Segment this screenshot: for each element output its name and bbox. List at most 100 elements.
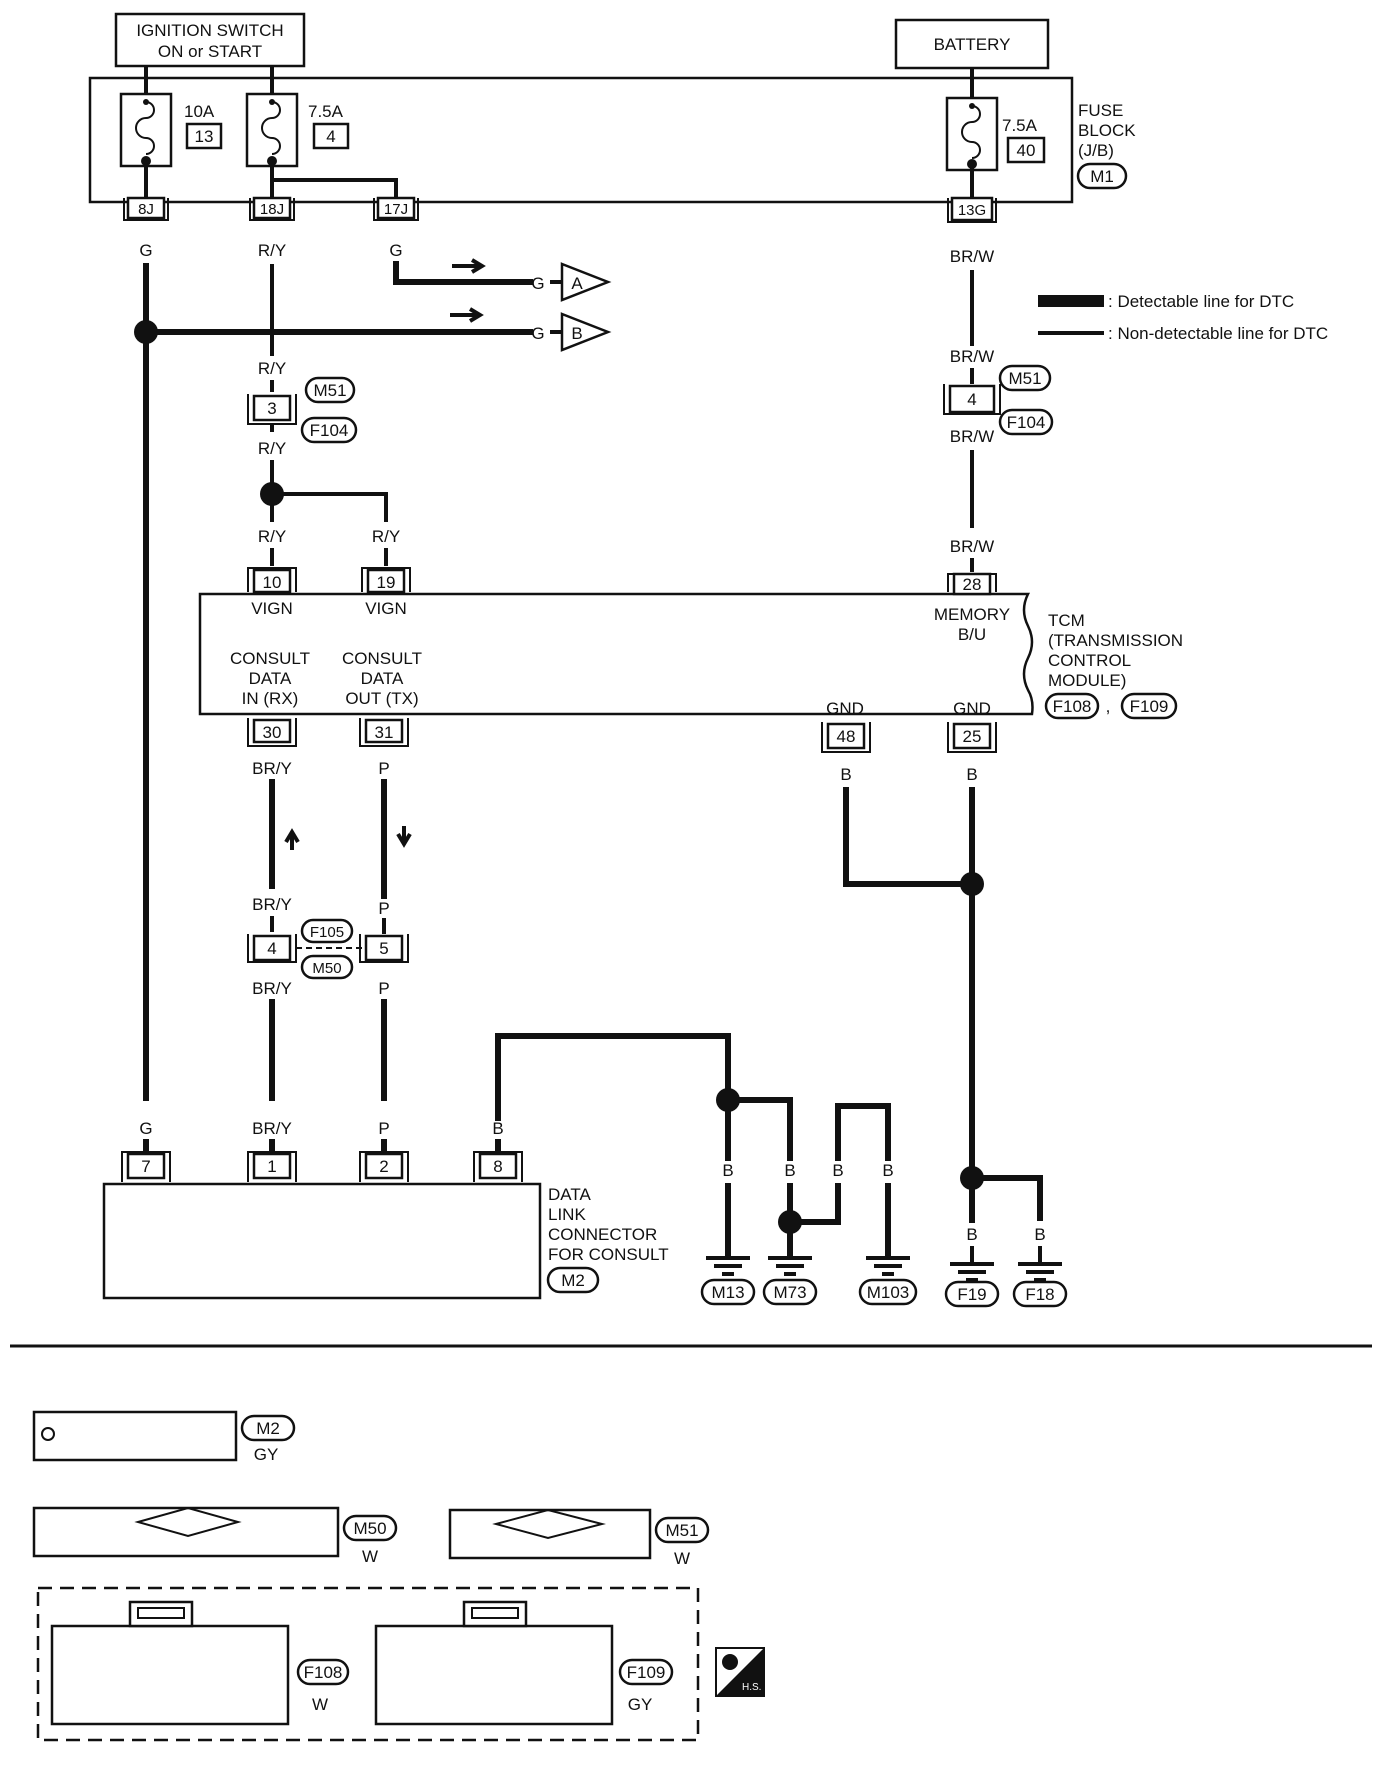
fuse-block-label-3: (J/B) [1078, 141, 1114, 160]
dlc-label-1: DATA [548, 1185, 591, 1204]
wire-color-b-m13: B [722, 1161, 733, 1180]
svg-text:25: 25 [963, 727, 982, 746]
fuse-40-number: 40 [1017, 141, 1036, 160]
arrow-b-wire-color: G [531, 324, 544, 343]
tcm-pin-48: 48 [821, 722, 871, 753]
wire-color-p-4: P [378, 1119, 389, 1138]
svg-text:3: 3 [267, 399, 276, 418]
ground-f18: F18 [1012, 1262, 1068, 1308]
tcm-title-4: MODULE) [1048, 671, 1126, 690]
svg-text:F19: F19 [957, 1285, 986, 1304]
fuse-block-label-2: BLOCK [1078, 121, 1136, 140]
svg-text:8: 8 [493, 1157, 502, 1176]
dlc-ref: M2 [561, 1271, 585, 1290]
svg-text:8J: 8J [138, 201, 154, 218]
fuse-block-label: FUSE [1078, 101, 1123, 120]
ground-m73: M73 [762, 1256, 818, 1306]
arrow-b-label: B [571, 324, 582, 343]
tcm-data-out: DATA [361, 669, 404, 688]
face-m2-color: GY [254, 1445, 279, 1464]
tcm-out-tx: OUT (TX) [345, 689, 418, 708]
svg-text:F18: F18 [1025, 1285, 1054, 1304]
terminal-13g: 13G [947, 196, 997, 223]
wire-color-brw-4: BR/W [950, 537, 994, 556]
fuse-4-number: 4 [326, 127, 335, 146]
connector-m50-label: M50 [312, 960, 341, 977]
tcm-memory: MEMORY [934, 605, 1010, 624]
fuse-10a: 10A 13 [119, 92, 223, 168]
face-f108-color: W [312, 1695, 328, 1714]
arrow-a-label: A [571, 274, 583, 293]
tcm-data-in: DATA [249, 669, 292, 688]
wire-color-ry-5: R/Y [372, 527, 400, 546]
m50-face-frame: M50 W [32, 1506, 398, 1566]
wire-color-g-17j: G [389, 241, 402, 260]
wire-color-b-dlc: B [492, 1119, 503, 1138]
face-f108-ref: F108 [304, 1663, 343, 1682]
wire-color-p-3: P [378, 979, 389, 998]
svg-text:M103: M103 [867, 1283, 910, 1302]
ground-m103: M103 [858, 1256, 918, 1306]
connector-f105-label: F105 [310, 924, 344, 941]
face-m51-color: W [674, 1549, 690, 1568]
tcm-ref-f109: F109 [1130, 697, 1169, 716]
dlc-pin-2: 2 [359, 1151, 409, 1182]
wire-color-ry-2: R/Y [258, 359, 286, 378]
dlc-label-3: CONNECTOR [548, 1225, 657, 1244]
svg-text:5: 5 [379, 939, 388, 958]
wire-color-bry-1: BR/Y [252, 759, 292, 778]
tcm-gnd-2: GND [953, 699, 991, 718]
wire-color-ry-3: R/Y [258, 439, 286, 458]
tcm-bu: B/U [958, 625, 986, 644]
dlc-pin-8: 8 [473, 1151, 523, 1182]
m51-face-frame: M51 W [448, 1508, 710, 1568]
svg-text:M73: M73 [773, 1283, 806, 1302]
tcm-title-2: (TRANSMISSION [1048, 631, 1183, 650]
tcm-consult-out: CONSULT [342, 649, 422, 668]
wire-color-ry-1: R/Y [258, 241, 286, 260]
fuse-13-number: 13 [195, 127, 214, 146]
svg-text:1: 1 [267, 1157, 276, 1176]
wire-color-b-48: B [840, 765, 851, 784]
ignition-switch-state: ON or START [158, 42, 262, 61]
connector-f104-label-2: F104 [1007, 413, 1046, 432]
svg-text:30: 30 [263, 723, 282, 742]
dlc-label-2: LINK [548, 1205, 586, 1224]
wire-color-g-2: G [139, 1119, 152, 1138]
tcm-pin-19: 19 [361, 567, 411, 594]
tcm-pin-10: 10 [247, 567, 297, 594]
battery-box: BATTERY [894, 18, 1050, 70]
tcm-ref-f108: F108 [1053, 697, 1092, 716]
connector-m51-label-2: M51 [1008, 369, 1041, 388]
svg-text:4: 4 [267, 939, 276, 958]
connector-m51-f104-brw: 4 M51 F104 [943, 364, 1054, 436]
wire-color-brw-1: BR/W [950, 247, 994, 266]
connector-f104-label: F104 [310, 421, 349, 440]
tcm-vign-1: VIGN [251, 599, 293, 618]
svg-text:4: 4 [967, 390, 976, 409]
tcm-connectors-frame: F108 W F109 GY [36, 1586, 700, 1742]
svg-text:10: 10 [263, 573, 282, 592]
tcm-ref-sep: , [1106, 697, 1111, 716]
svg-text:7: 7 [141, 1157, 150, 1176]
tcm-pin-28: 28 [947, 572, 997, 596]
svg-text:28: 28 [963, 575, 982, 594]
fuse-7-5a-40: 7.5A 40 [945, 96, 1046, 172]
fuse-13-amp: 10A [184, 102, 215, 121]
ground-m13: M13 [700, 1256, 756, 1306]
wire-color-brw-2: BR/W [950, 347, 994, 366]
dlc-pin-7: 7 [121, 1151, 171, 1182]
ignition-switch-label: IGNITION SWITCH [136, 21, 283, 40]
face-m50-color: W [362, 1547, 378, 1566]
fuse-40-amp: 7.5A [1002, 116, 1038, 135]
face-f109-color: GY [628, 1695, 653, 1714]
svg-text:31: 31 [375, 723, 394, 742]
tcm-pin-30: 30 [247, 718, 297, 747]
wire-color-bry-2: BR/Y [252, 895, 292, 914]
wire-color-b-25: B [966, 765, 977, 784]
ground-f19: F19 [944, 1262, 1000, 1308]
tcm-title-3: CONTROL [1048, 651, 1131, 670]
fuse-7-5a-4: 7.5A 4 [245, 92, 350, 168]
tcm-pin-31: 31 [359, 718, 409, 747]
hs-logo-icon: H.S. [715, 1647, 765, 1697]
